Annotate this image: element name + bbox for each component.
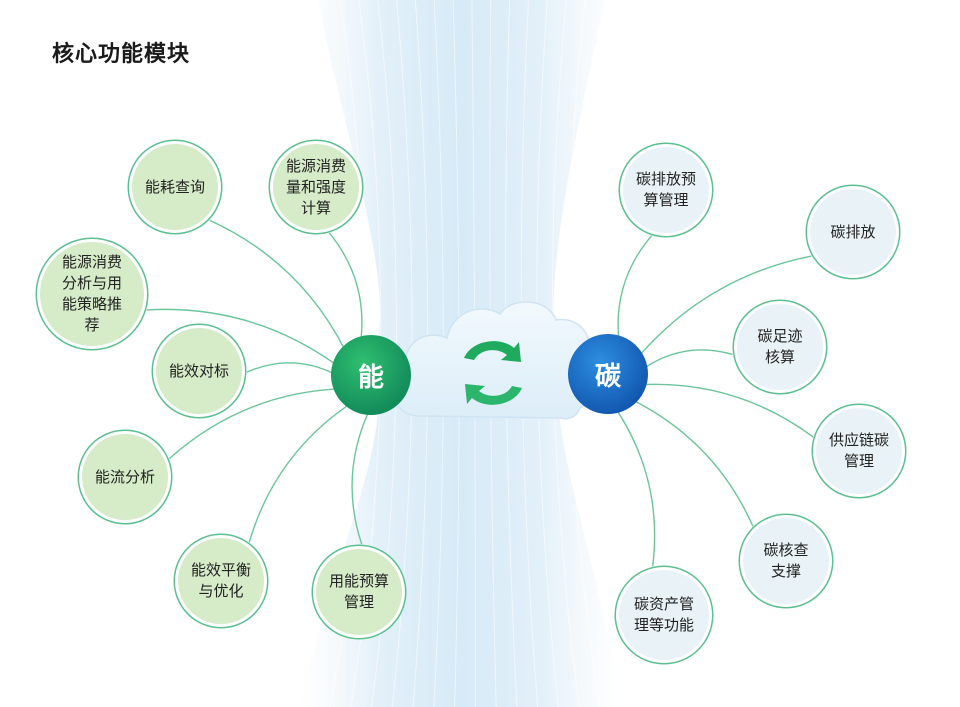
module-label: 能效平衡 与优化 (190, 561, 251, 600)
carbon-module-asset-management: 碳资产管 理等功能 (616, 567, 712, 663)
carbon-module-footprint: 碳足迹 核算 (734, 301, 826, 393)
energy-module-analysis-strategy: 能源消费 分析与用 能策略推 荐 (37, 239, 147, 349)
energy-module-efficiency-benchmark: 能效对标 (153, 325, 245, 417)
energy-module-consumption-query: 能耗查询 (129, 141, 221, 233)
module-label: 供应链碳 管理 (828, 431, 889, 470)
connector-line (617, 235, 653, 340)
energy-module-balance-optimization: 能效平衡 与优化 (175, 535, 267, 627)
connector-line (209, 219, 346, 351)
module-label: 碳排放预 算管理 (635, 170, 696, 209)
energy-module-budget-management: 用能预算 管理 (313, 546, 405, 638)
connector-line (632, 399, 754, 527)
energy-hub-label: 能 (357, 362, 384, 393)
module-label: 能流分析 (94, 467, 155, 486)
module-label: 碳排放 (830, 222, 876, 241)
module-label: 能耗查询 (144, 177, 205, 196)
connector-line (328, 232, 363, 341)
module-label: 碳核查 支撑 (763, 541, 809, 580)
module-label: 碳资产管 理等功能 (633, 595, 694, 634)
refresh-arrows-icon (464, 341, 522, 405)
connector-line (146, 308, 337, 366)
carbon-hub-label: 碳 (594, 361, 621, 392)
page-title: 核心功能模块 (52, 42, 191, 67)
connectors (146, 219, 814, 567)
carbon-module-emission-budget: 碳排放预 算管理 (620, 144, 712, 236)
connector-line (643, 349, 733, 369)
module-label: 用能预算 管理 (328, 572, 389, 611)
module-label: 能效对标 (168, 361, 229, 380)
connector-line (638, 255, 812, 357)
connector-line (642, 383, 814, 438)
connector-line (248, 403, 351, 543)
carbon-module-emission: 碳排放 (807, 186, 899, 278)
carbon-module-verification: 碳核查 支撑 (740, 515, 832, 607)
energy-hub: 能 (331, 335, 411, 415)
connector-line (168, 388, 338, 460)
module-label: 碳足迹 核算 (757, 327, 803, 366)
module-label: 能源消费 量和强度 计算 (285, 156, 346, 217)
carbon-hub: 碳 (568, 334, 648, 414)
carbon-module-supply-chain: 供应链碳 管理 (813, 405, 905, 497)
energy-module-consumption-intensity: 能源消费 量和强度 计算 (270, 141, 362, 233)
connector-line (246, 362, 336, 375)
module-label: 能源消费 分析与用 能策略推 荐 (61, 253, 122, 334)
connector-line (615, 408, 656, 567)
energy-module-flow-analysis: 能流分析 (79, 431, 171, 523)
connector-line (351, 410, 370, 545)
